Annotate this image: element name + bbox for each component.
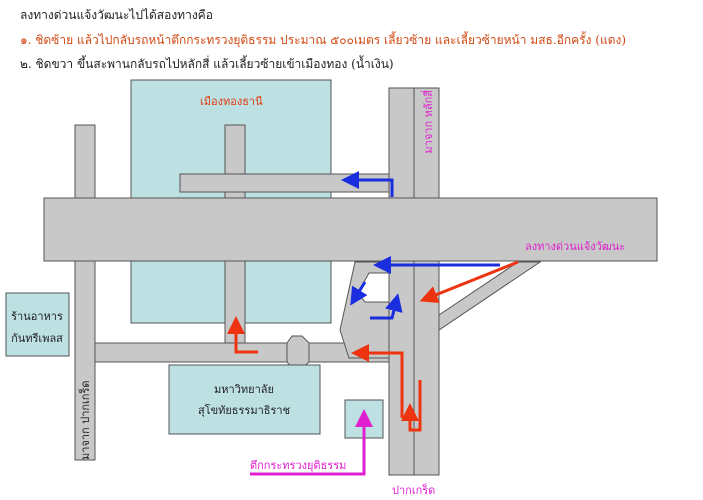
- chaengwattana-expressway: [43, 197, 658, 262]
- direction-red: ๑. ชิดซ้าย แล้วไปกลับรถหน้าตึกกระทรวงยุต…: [20, 33, 627, 47]
- instructions-header: ลงทางด่วนแจ้งวัฒนะไปได้สองทางคือ: [20, 8, 213, 22]
- label-university-1: มหาวิทยาลัย: [214, 383, 274, 396]
- ministry-pointer: [250, 409, 373, 476]
- blue-route: [341, 171, 500, 320]
- restaurant-box: [5, 292, 70, 357]
- exit-ramp: [438, 261, 542, 331]
- bridge: [286, 335, 310, 369]
- red-route: [227, 260, 519, 432]
- u-turn-loop: [339, 261, 390, 359]
- direction-blue: ๒. ชิดขวา ขึ้นสะพานกลับรถไปหลักสี่ แล้วเ…: [20, 57, 394, 71]
- label-restaurant-2: กันทรีเพลส: [11, 332, 63, 345]
- upper-road: [179, 173, 396, 193]
- label-restaurant-1: ร้านอาหาร: [11, 310, 63, 323]
- university-box: [168, 364, 321, 435]
- label-pakkret: ปากเกร็ด: [392, 483, 435, 497]
- label-ministry: ตึกกระทรวงยุติธรรม: [250, 459, 346, 472]
- label-university-2: สุโขทัยธรรมาธิราช: [198, 403, 290, 417]
- label-muang-thong: เมืองทองธานี: [200, 95, 263, 108]
- label-from-laksi: มาจาก หลักสี่: [420, 90, 435, 154]
- label-expressway-exit: ลงทางด่วนแจ้งวัฒนะ: [525, 240, 625, 253]
- label-from-pakkret: มาจาก ปากเกร็ด: [78, 381, 92, 461]
